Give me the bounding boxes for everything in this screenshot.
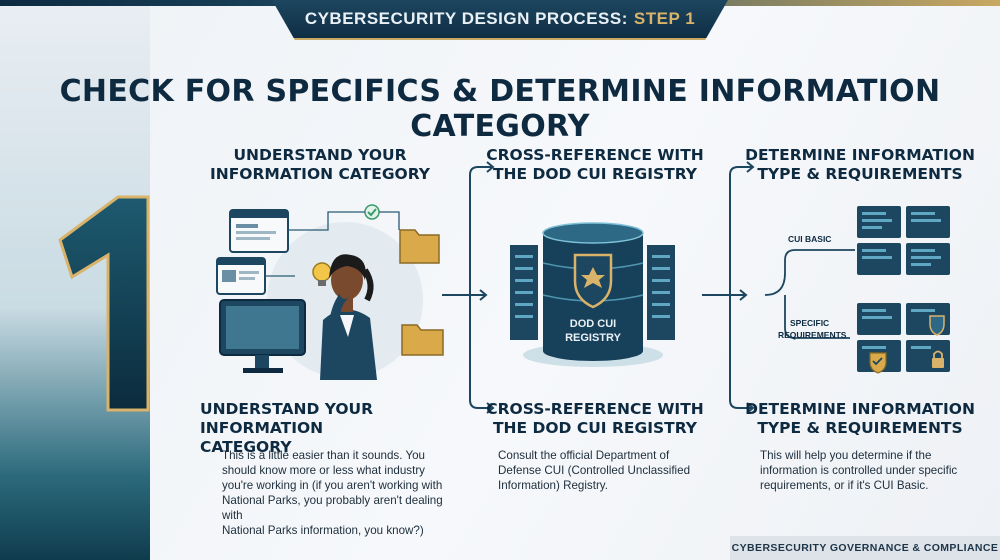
banner-prefix: CYBERSECURITY DESIGN PROCESS: [304,9,628,28]
col3-body-line: requirements, or if it's CUI Basic. [760,479,929,492]
col2-top-title-line1: CROSS-REFERENCE WITH [486,146,704,164]
col1-body: This is a little easier than it sounds. … [222,448,462,538]
analyst-illustration [216,204,444,380]
registry-label-line1: DOD CUI [570,318,616,330]
col3-bottom-title: DETERMINE INFORMATION TYPE & REQUIREMENT… [745,400,975,438]
col3-top-title-line1: DETERMINE INFORMATION [745,146,975,164]
col1-bottom-title: UNDERSTAND YOUR INFORMATION CATEGORY [200,400,400,457]
col1-body-line: National Parks, you probably aren't deal… [222,494,443,522]
col2-bottom-title-line2: THE DOD CUI REGISTRY [492,419,698,437]
col1-bottom-title-line2: INFORMATION CATEGORY [200,419,324,456]
col3-top-title: DETERMINE INFORMATION TYPE & REQUIREMENT… [745,146,975,184]
col2-body-line: Consult the official Department of [498,449,670,462]
banner-step: STEP 1 [633,9,696,28]
step-number-graphic [58,195,150,412]
col2-body: Consult the official Department of Defen… [498,448,718,493]
col2-bottom-title-line1: CROSS-REFERENCE WITH [486,400,704,418]
step-banner: CYBERSECURITY DESIGN PROCESS: STEP 1 [272,0,728,40]
col3-body: This will help you determine if the info… [760,448,990,493]
col3-bottom-title-line1: DETERMINE INFORMATION [745,400,975,418]
col1-body-line: you're working in (if you aren't working… [222,479,443,492]
col1-bottom-title-line1: UNDERSTAND YOUR [200,400,374,418]
col1-top-title-line2: INFORMATION CATEGORY [209,165,431,183]
col2-top-title: CROSS-REFERENCE WITH THE DOD CUI REGISTR… [480,146,710,184]
requirements-branch-illustration: CUI BASIC SPECIFIC REQUIREMENTS [764,206,950,374]
branch-label-cui-basic: CUI BASIC [788,234,831,244]
flow-arrow-2 [702,161,755,414]
col1-body-line: should know more or less what industry [222,464,425,477]
col3-top-title-line2: TYPE & REQUIREMENTS [757,165,963,183]
registry-label-line2: REGISTRY [565,332,621,344]
flow-arrow-1 [442,161,495,414]
col3-body-line: This will help you determine if the [760,449,932,462]
footer-label: CYBERSECURITY GOVERNANCE & COMPLIANCE [730,536,1000,560]
col1-top-title-line1: UNDERSTAND YOUR [233,146,407,164]
page-title: CHECK FOR SPECIFICS & DETERMINE INFORMAT… [59,74,941,144]
col3-bottom-title-line2: TYPE & REQUIREMENTS [757,419,963,437]
col2-bottom-title: CROSS-REFERENCE WITH THE DOD CUI REGISTR… [480,400,710,438]
branch-label-specific-2: REQUIREMENTS [778,330,847,340]
col1-body-line: National Parks information, you know?) [222,524,424,537]
col2-body-line: Defense CUI (Controlled Unclassified [498,464,691,477]
registry-database-illustration: DOD CUI REGISTRY [510,222,675,367]
col2-body-line: Information) Registry. [498,479,608,492]
col3-body-line: information is controlled under specific [760,464,958,477]
col1-body-line: This is a little easier than it sounds. … [222,449,426,462]
col2-top-title-line2: THE DOD CUI REGISTRY [492,165,698,183]
branch-label-specific-1: SPECIFIC [790,318,829,328]
col1-top-title: UNDERSTAND YOUR INFORMATION CATEGORY [200,146,440,184]
